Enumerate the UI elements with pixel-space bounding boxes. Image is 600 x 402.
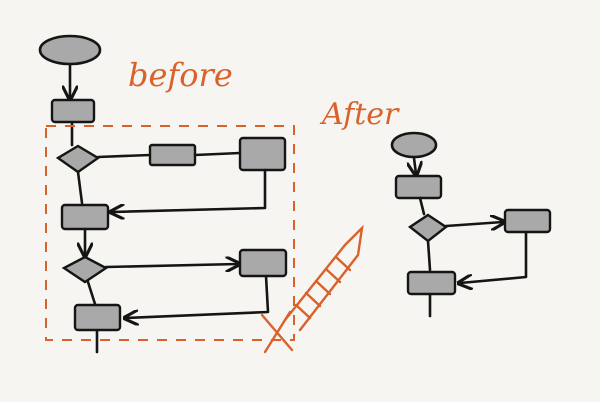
process-box	[394, 174, 443, 200]
after-label: After	[319, 97, 400, 132]
process-box	[238, 248, 288, 278]
cross-mark	[260, 310, 294, 354]
after-flowchart: After	[319, 97, 552, 318]
process-box	[60, 203, 110, 231]
before-label: before	[128, 56, 233, 94]
decision-diamond	[407, 213, 449, 243]
process-box	[148, 143, 197, 167]
process-box	[238, 136, 287, 172]
start-node	[38, 34, 102, 66]
transform-arrow	[260, 224, 364, 354]
process-box	[50, 98, 96, 124]
process-box	[73, 303, 122, 332]
dashed-region	[45, 125, 295, 341]
decision-diamond	[55, 144, 101, 174]
decision-diamond	[61, 255, 109, 284]
before-flowchart: before	[38, 34, 295, 354]
process-box	[406, 270, 457, 296]
process-box	[503, 208, 552, 234]
start-node	[390, 131, 438, 159]
